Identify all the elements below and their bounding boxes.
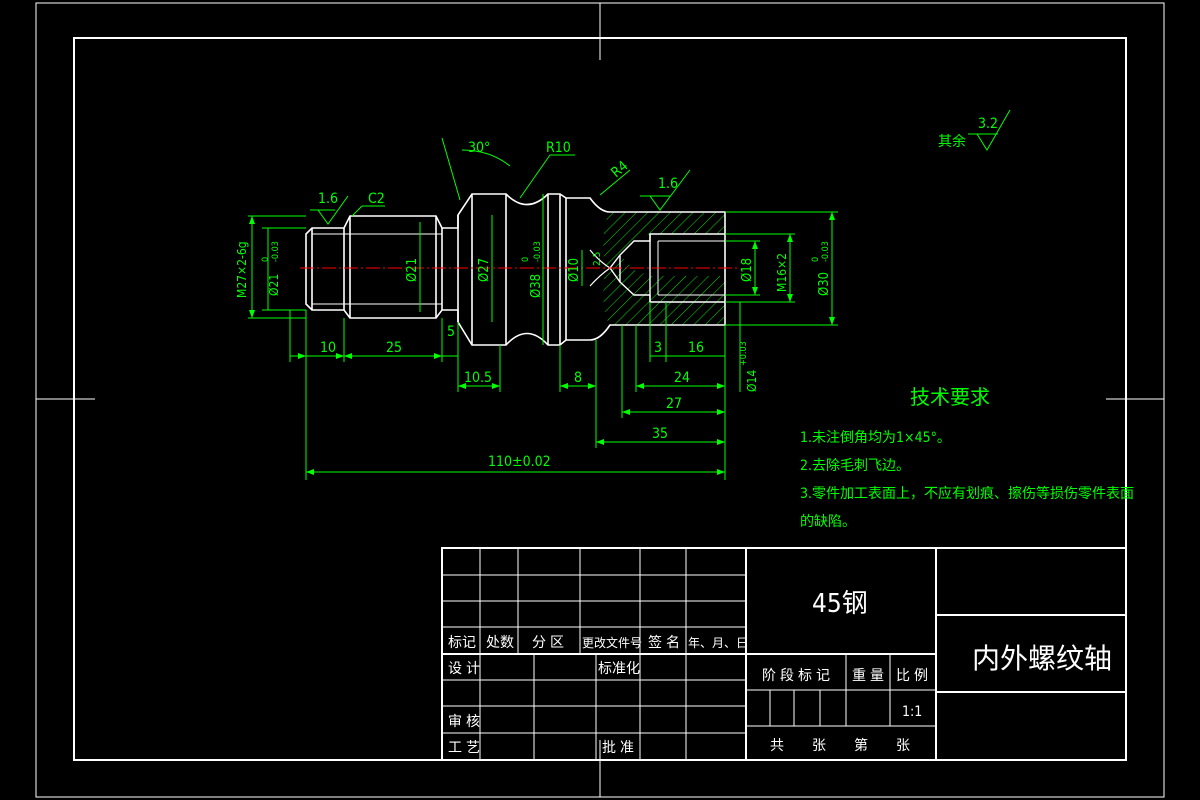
label-standard: 标准化 bbox=[598, 661, 640, 677]
header-doc: 更改文件号 bbox=[582, 635, 642, 650]
roughness-right-value: 1.6 bbox=[658, 176, 678, 192]
dia-21-tol-upper: 0 bbox=[261, 257, 271, 262]
header-mark: 标记 bbox=[448, 635, 476, 651]
dia-14-label: Ø14 bbox=[745, 370, 759, 392]
header-date: 年、月、日 bbox=[688, 636, 748, 650]
header-count: 处数 bbox=[486, 635, 514, 651]
dia-21-main-label: Ø21 bbox=[267, 274, 281, 296]
dia-10-label: Ø10 bbox=[567, 258, 582, 282]
label-scale: 比 例 bbox=[896, 668, 928, 684]
dia-21-tol-lower: -0.03 bbox=[271, 241, 281, 262]
dia-38-label: Ø38 bbox=[529, 274, 544, 298]
dia-38-tol-upper: 0 bbox=[521, 257, 531, 262]
dimension-lines bbox=[248, 109, 1011, 480]
dia-m27-label: M27×2-6g bbox=[235, 241, 249, 298]
material-label: 45钢 bbox=[812, 589, 868, 619]
dia-14-tol: +0.03 bbox=[739, 341, 749, 366]
title-block-texts: 45钢 内外螺纹轴 标记 处数 分 区 更改文件号 签 名 年、月、日 设 计 … bbox=[448, 589, 1112, 756]
len-16-label: 16 bbox=[688, 340, 704, 356]
label-review: 审 核 bbox=[448, 714, 480, 730]
tech-req-item-2: 2.去除毛刺飞边。 bbox=[800, 458, 910, 474]
label-process: 工 艺 bbox=[448, 740, 480, 756]
len-25-label: 25 bbox=[386, 340, 402, 356]
len-10-5-label: 10.5 bbox=[464, 370, 492, 386]
dia-m16-label: M16×2 bbox=[775, 253, 789, 292]
label-design: 设 计 bbox=[448, 661, 480, 677]
header-zone: 分 区 bbox=[532, 635, 564, 651]
dia-27-label: Ø27 bbox=[477, 258, 492, 282]
section-hatching bbox=[603, 212, 725, 325]
scale-value: 1:1 bbox=[902, 704, 922, 720]
chamfer-c2-label: C2 bbox=[368, 191, 385, 207]
roughness-left-value: 1.6 bbox=[318, 191, 338, 207]
len-5-label: 5 bbox=[447, 324, 455, 340]
tech-req-title: 技术要求 bbox=[910, 385, 990, 409]
part-outline bbox=[305, 193, 726, 346]
len-10-label: 10 bbox=[320, 340, 336, 356]
tech-req-item-1: 1.未注倒角均为1×45°。 bbox=[800, 430, 951, 446]
label-weight: 重 量 bbox=[852, 668, 884, 684]
part-name-label: 内外螺纹轴 bbox=[972, 642, 1112, 675]
len-8-label: 8 bbox=[574, 370, 582, 386]
label-approve: 批 准 bbox=[602, 740, 634, 756]
len-24-label: 24 bbox=[674, 370, 690, 386]
angle-30-label: 30° bbox=[468, 140, 490, 156]
radius-r4-label: R4 bbox=[608, 158, 631, 181]
tech-req-item-3-line-2: 的缺陷。 bbox=[800, 514, 856, 530]
dimension-texts: 30° R10 R4 1.6 C2 1.6 其余 3.2 M27×2-6g Ø2… bbox=[235, 116, 998, 470]
title-block bbox=[441, 547, 1127, 761]
radius-r10-label: R10 bbox=[546, 140, 571, 156]
dia-30-tol-upper: 0 bbox=[811, 257, 821, 262]
roughness-other-prefix: 其余 bbox=[938, 133, 966, 150]
len-3-label: 3 bbox=[654, 340, 662, 356]
tech-req-item-3-line-1: 3.零件加工表面上，不应有划痕、擦伤等损伤零件表面 bbox=[800, 485, 1134, 502]
len-35-label: 35 bbox=[652, 426, 668, 442]
label-sheets: 共 张 第 张 bbox=[770, 737, 910, 754]
technical-requirements: 技术要求 1.未注倒角均为1×45°。 2.去除毛刺飞边。 3.零件加工表面上，… bbox=[800, 385, 1134, 530]
header-sign: 签 名 bbox=[648, 634, 680, 651]
dimension-arrows bbox=[249, 212, 835, 475]
roughness-other-value: 3.2 bbox=[978, 116, 998, 132]
dia-38-tol-lower: -0.03 bbox=[533, 241, 543, 262]
dia-30-label: Ø30 bbox=[817, 272, 832, 296]
len-27-label: 27 bbox=[666, 396, 682, 412]
len-110-label: 110±0.02 bbox=[488, 454, 551, 470]
label-stage: 阶 段 标 记 bbox=[762, 668, 830, 684]
dia-21-inner-label: Ø21 bbox=[405, 258, 420, 282]
dia-30-tol-lower: -0.03 bbox=[821, 241, 831, 262]
dia-18-label: Ø18 bbox=[740, 258, 755, 282]
dim-small-label: 2.5 bbox=[592, 252, 603, 266]
